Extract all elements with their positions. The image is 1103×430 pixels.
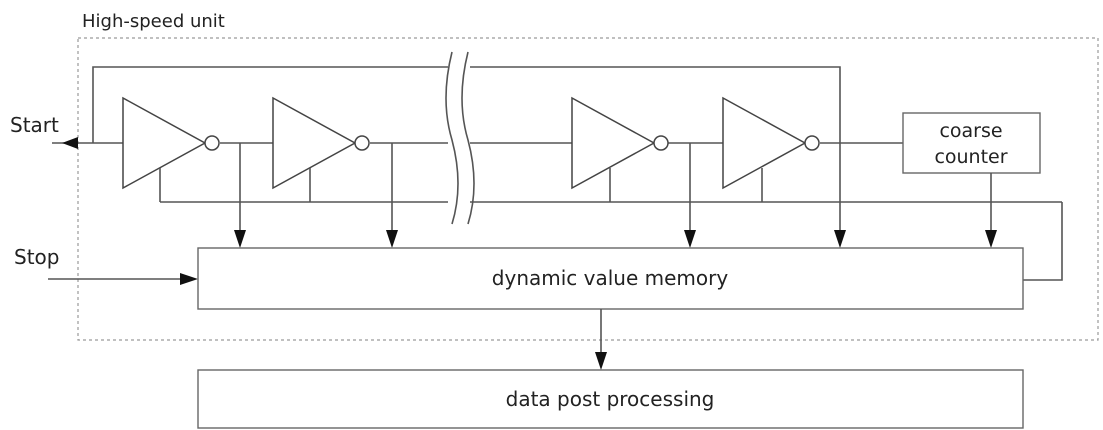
inverter-3 bbox=[571, 96, 656, 190]
inverter-bubble-1 bbox=[204, 135, 220, 151]
high-speed-unit-boundary bbox=[77, 37, 1099, 341]
data-post-processing-label: data post processing bbox=[506, 387, 715, 411]
inverter-bubble-2 bbox=[354, 135, 370, 151]
tap-arrowhead-1 bbox=[234, 230, 246, 248]
memory-feedback-line bbox=[1023, 202, 1063, 281]
start-label: Start bbox=[10, 113, 59, 137]
coarse-counter-label-1: coarse bbox=[939, 120, 1002, 142]
tap-arrowhead-2 bbox=[386, 230, 398, 248]
stop-arrowhead bbox=[180, 273, 198, 285]
dynamic-value-memory-label: dynamic value memory bbox=[492, 266, 729, 290]
memory-output-arrowhead bbox=[595, 352, 607, 370]
coarse-counter-label-2: counter bbox=[934, 146, 1007, 168]
start-arrowhead bbox=[62, 137, 78, 149]
inverter-bubble-4 bbox=[804, 135, 820, 151]
tap-arrowhead-4 bbox=[834, 230, 846, 248]
tap-arrowhead-3 bbox=[684, 230, 696, 248]
dynamic-value-memory-box bbox=[197, 247, 1024, 310]
inverter-bubble-3 bbox=[653, 135, 669, 151]
data-post-processing-box bbox=[197, 369, 1024, 429]
inverter-2 bbox=[272, 96, 357, 190]
inverter-1 bbox=[122, 96, 207, 190]
inverter-4 bbox=[722, 96, 807, 190]
coarse-counter-box bbox=[902, 112, 1041, 174]
high-speed-unit-label: High-speed unit bbox=[82, 11, 225, 32]
counter-output-arrowhead bbox=[985, 230, 997, 248]
stop-label: Stop bbox=[14, 245, 59, 269]
break-symbol bbox=[445, 48, 475, 228]
